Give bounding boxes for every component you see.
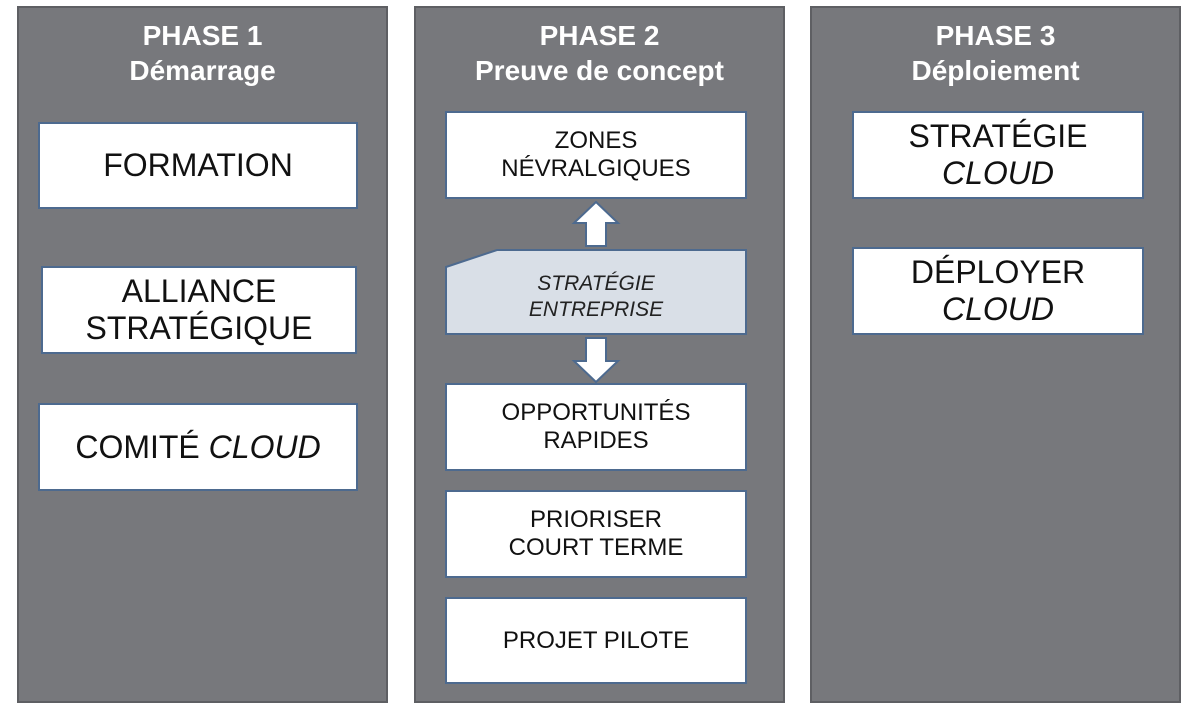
opportunites-rapides-box: OPPORTUNITÉS RAPIDES [445,383,747,471]
comite-cloud-label: COMITÉ CLOUD [75,428,321,465]
phase-3-name: Déploiement [911,55,1080,86]
strategie-line1: STRATÉGIE [537,272,655,295]
formation-box: FORMATION [38,122,358,209]
comite-cloud-box: COMITÉ CLOUD [38,403,358,491]
prioriser-court-terme-box: PRIORISER COURT TERME [445,490,747,578]
phase-2-number: PHASE 2 [539,20,660,51]
arrow-up-icon [571,200,621,247]
deployer-cloud-line1: DÉPLOYER [910,254,1086,291]
phase-3-title: PHASE 3 Déploiement [812,18,1179,88]
deployer-cloud-box: DÉPLOYER CLOUD [852,247,1144,335]
deployer-cloud-italic: CLOUD [941,291,1054,327]
cloud-italic: CLOUD [208,428,321,465]
strategie-cloud-line1: STRATÉGIE [908,118,1088,155]
alliance-label-line2: STRATÉGIQUE [85,310,313,346]
strategie-cloud-box: STRATÉGIE CLOUD [852,111,1144,199]
phase-1-title: PHASE 1 Démarrage [19,18,386,88]
prioriser-line1: PRIORISER [529,506,663,534]
opportunites-line2: RAPIDES [543,427,649,454]
strategie-line2: ENTREPRISE [528,298,664,321]
alliance-strategique-box: ALLIANCE STRATÉGIQUE [41,266,357,354]
formation-label: FORMATION [103,147,293,184]
opportunites-line1: OPPORTUNITÉS [501,399,691,427]
phase-1-number: PHASE 1 [142,20,263,51]
phase-1-name: Démarrage [129,55,276,86]
phase-2-name: Preuve de concept [475,55,724,86]
projet-pilote-box: PROJET PILOTE [445,597,747,684]
zones-nevralgiques-box: ZONES NÉVRALGIQUES [445,111,747,199]
strategie-shape [445,249,747,335]
projet-pilote-label: PROJET PILOTE [502,626,690,654]
phase-1-column: PHASE 1 Démarrage [17,6,388,703]
zones-line1: ZONES [554,127,638,155]
phase-2-title: PHASE 2 Preuve de concept [416,18,783,88]
prioriser-line2: COURT TERME [508,534,684,561]
arrow-down-icon [571,337,621,384]
strategie-cloud-italic: CLOUD [941,155,1054,191]
phase-3-number: PHASE 3 [935,20,1056,51]
strategie-entreprise-box: STRATÉGIE ENTREPRISE [445,249,747,335]
alliance-label-line1: ALLIANCE [121,273,277,310]
zones-line2: NÉVRALGIQUES [501,155,691,182]
strategie-entreprise-label: STRATÉGIE ENTREPRISE [445,271,747,323]
